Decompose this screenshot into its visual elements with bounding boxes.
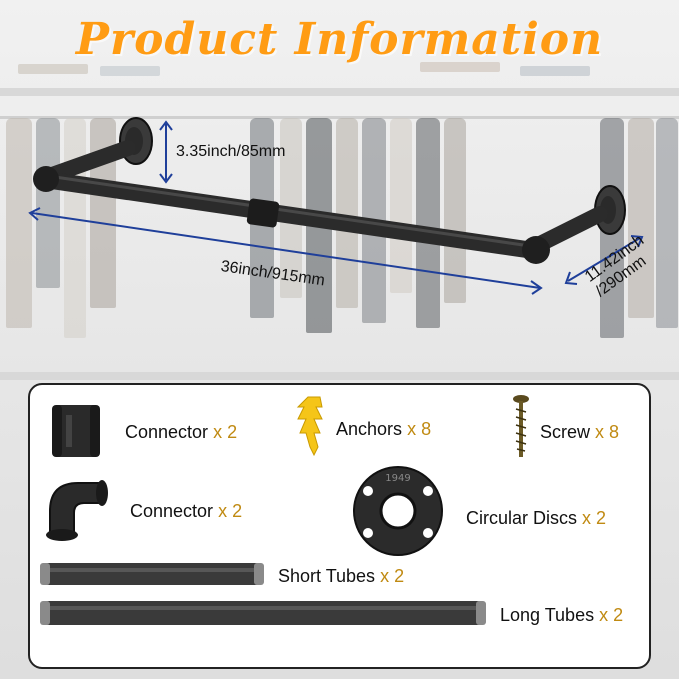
hanging-garment xyxy=(390,118,412,293)
height-dimension-label: 3.35inch/85mm xyxy=(176,143,286,160)
part-name: Circular Discs xyxy=(466,508,578,528)
page-title: Product Information xyxy=(75,14,604,65)
part-name: Connector xyxy=(130,501,214,521)
closet-shelf xyxy=(0,88,679,96)
main-rail-highlight xyxy=(47,174,531,248)
long-pipe-icon xyxy=(40,601,486,625)
right-elbow xyxy=(522,236,550,264)
left-short-pipe xyxy=(44,140,136,183)
part-label-circular-discs: Circular Discs x 2 xyxy=(466,508,606,529)
screw-icon xyxy=(513,395,529,457)
straight-coupling-icon xyxy=(52,405,100,457)
part-quantity: x 2 xyxy=(599,605,624,625)
part-quantity: x 2 xyxy=(218,501,243,521)
depth-dimension-arrow xyxy=(564,235,644,285)
part-quantity: x 2 xyxy=(380,566,405,586)
parts-list-panel: 1949 Connector x 2 Anchors x 8 Screw x 8… xyxy=(28,383,651,669)
floor-flange-icon: 1949 xyxy=(353,466,443,556)
closet-shelf-lower xyxy=(0,372,679,380)
folded-clothes xyxy=(100,66,160,76)
hanging-garment xyxy=(656,118,678,328)
hanging-garment xyxy=(6,118,32,328)
length-dimension-arrow xyxy=(28,207,543,295)
left-elbow xyxy=(33,166,59,192)
closet-rail xyxy=(0,116,679,119)
part-label-anchors: Anchors x 8 xyxy=(336,419,431,440)
part-name: Short Tubes xyxy=(278,566,376,586)
hanging-garment xyxy=(444,118,466,303)
part-name: Connector xyxy=(125,422,209,442)
elbow-connector-icon xyxy=(46,480,108,541)
part-name: Long Tubes xyxy=(500,605,595,625)
short-pipe-icon xyxy=(40,563,264,585)
part-quantity: x 2 xyxy=(582,508,607,528)
part-name: Screw xyxy=(540,422,591,442)
hanging-garment xyxy=(416,118,440,328)
assembled-rack-illustration xyxy=(28,117,644,295)
part-label-connector-elbow: Connector x 2 xyxy=(130,501,242,522)
right-short-pipe xyxy=(532,206,608,252)
hanging-garment xyxy=(36,118,60,288)
folded-clothes xyxy=(420,62,500,72)
part-label-short-tubes: Short Tubes x 2 xyxy=(278,566,404,587)
main-rail-pipe xyxy=(39,171,539,259)
part-name: Anchors xyxy=(336,419,403,439)
folded-clothes xyxy=(520,66,590,76)
part-label-connector-straight: Connector x 2 xyxy=(125,422,237,443)
height-dimension-arrow xyxy=(159,120,173,184)
hanging-garment xyxy=(628,118,654,318)
part-quantity: x 8 xyxy=(595,422,620,442)
part-label-screw: Screw x 8 xyxy=(540,422,619,443)
parts-illustrations: 1949 xyxy=(40,395,529,625)
flange-marking: 1949 xyxy=(385,473,410,484)
wall-anchor-icon xyxy=(296,396,323,457)
part-quantity: x 2 xyxy=(213,422,238,442)
middle-coupling xyxy=(246,198,280,228)
folded-clothes xyxy=(18,64,88,74)
part-label-long-tubes: Long Tubes x 2 xyxy=(500,605,623,626)
part-quantity: x 8 xyxy=(407,419,432,439)
pipe-rack xyxy=(33,117,626,264)
